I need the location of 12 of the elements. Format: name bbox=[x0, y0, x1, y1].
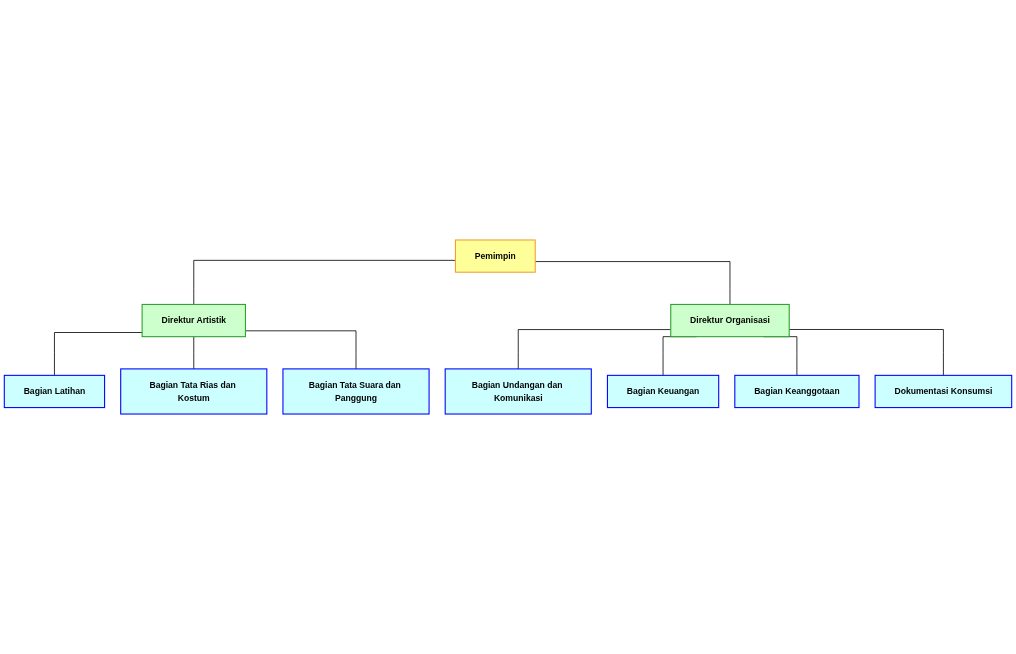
connector bbox=[193, 259, 456, 305]
node-box: Bagian Keanggotaan bbox=[734, 374, 860, 409]
node-box: Bagian Keuangan bbox=[606, 374, 720, 409]
node-box: Direktur Artistik bbox=[141, 303, 246, 338]
node-box: Dokumentasi Konsumsi bbox=[874, 374, 1013, 409]
node-box: Pemimpin bbox=[454, 239, 536, 273]
connector bbox=[54, 332, 143, 376]
node-box: Bagian Latihan bbox=[3, 374, 106, 409]
node-box: Bagian Tata Rias dan Kostum bbox=[120, 368, 268, 415]
node-box: Bagian Tata Suara dan Panggung bbox=[282, 368, 430, 415]
node-box: Bagian Undangan dan Komunikasi bbox=[444, 368, 592, 415]
node-box: Direktur Organisasi bbox=[670, 303, 790, 338]
